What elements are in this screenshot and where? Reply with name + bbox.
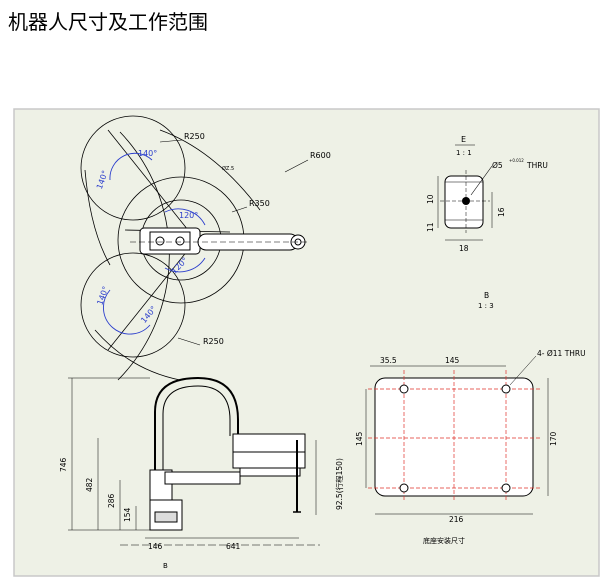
detail-b-scale: 1 : 3 [478,302,494,310]
lower-lobe-circle [80,252,186,358]
detail-b: B 1 : 3 [478,291,494,310]
dim-145-top: 145 [445,356,460,365]
arm-link-1 [164,471,241,485]
side-view-dimensions [68,377,317,539]
robot-arm-top-view [130,227,310,255]
detail-e-scale: 1 : 1 [456,149,472,157]
section-mark-b: B [163,562,168,570]
mount-hole [501,483,511,493]
outer-envelope [159,129,261,211]
detail-b-label: B [484,291,489,300]
dim-641: 641 [226,542,241,551]
detail-e-dim-10: 10 [426,194,435,204]
construction-line [107,239,197,351]
drawing-sheet [13,108,600,577]
mount-hole [501,384,511,394]
angle-120-a: 120° [179,211,198,220]
r350-label: R350 [249,199,270,208]
detail-e-tolerance: +0.012 [509,158,524,163]
r600-arc [117,131,170,381]
outer-envelope [94,329,181,381]
dim-145-left: 145 [355,431,364,446]
page-title: 机器人尺寸及工作范围 [8,10,208,34]
mount-hole [399,384,409,394]
dim-482: 482 [85,477,94,492]
r250-top-label: R250 [184,132,205,141]
dim-170: 170 [549,431,558,446]
detail-e-dim-11: 11 [426,222,435,232]
dim-286: 286 [107,493,116,508]
stroke-label: 92.5(行程150) [334,458,344,510]
dim-746: 746 [59,457,68,472]
angle-arcs [103,152,206,335]
top-view-labels: R250 R600 R350 R250 ØZ.5 [184,132,331,346]
angle-140-a: 140° [138,149,157,158]
base-mounting-view: 35.5 145 4- Ø11 THRU 145 170 216 底座安装尺寸 [355,349,586,545]
base-caption: 底座安装尺寸 [423,536,465,545]
leader-lines [159,139,309,346]
construction-line [107,129,197,241]
detail-e-dim-18: 18 [459,244,469,253]
arm-link-2 [232,433,306,469]
cable-arch [154,376,239,500]
side-view [120,376,320,546]
hole-spec: 4- Ø11 THRU [537,349,586,358]
detail-e: E 1 : 1 Ø5 +0.012 THRU 10 11 16 18 [426,135,548,253]
dim-35-5: 35.5 [380,356,397,365]
outer-envelope [84,169,111,266]
mount-hole [399,483,409,493]
detail-e-hole-note: Ø5 [492,161,503,170]
r600-label: R600 [310,151,331,160]
dim-216: 216 [449,515,464,524]
r250-bottom-label: R250 [203,337,224,346]
detail-e-thru: THRU [526,161,548,170]
dim-154: 154 [123,507,132,522]
small-note-label: ØZ.5 [222,165,234,172]
detail-e-label: E [461,135,466,144]
upper-lobe-circle [80,115,186,221]
dim-146: 146 [148,542,163,551]
detail-e-dim-16: 16 [497,207,506,217]
side-view-labels: 746 482 286 154 146 641 92.5(行程150) B [59,457,344,570]
